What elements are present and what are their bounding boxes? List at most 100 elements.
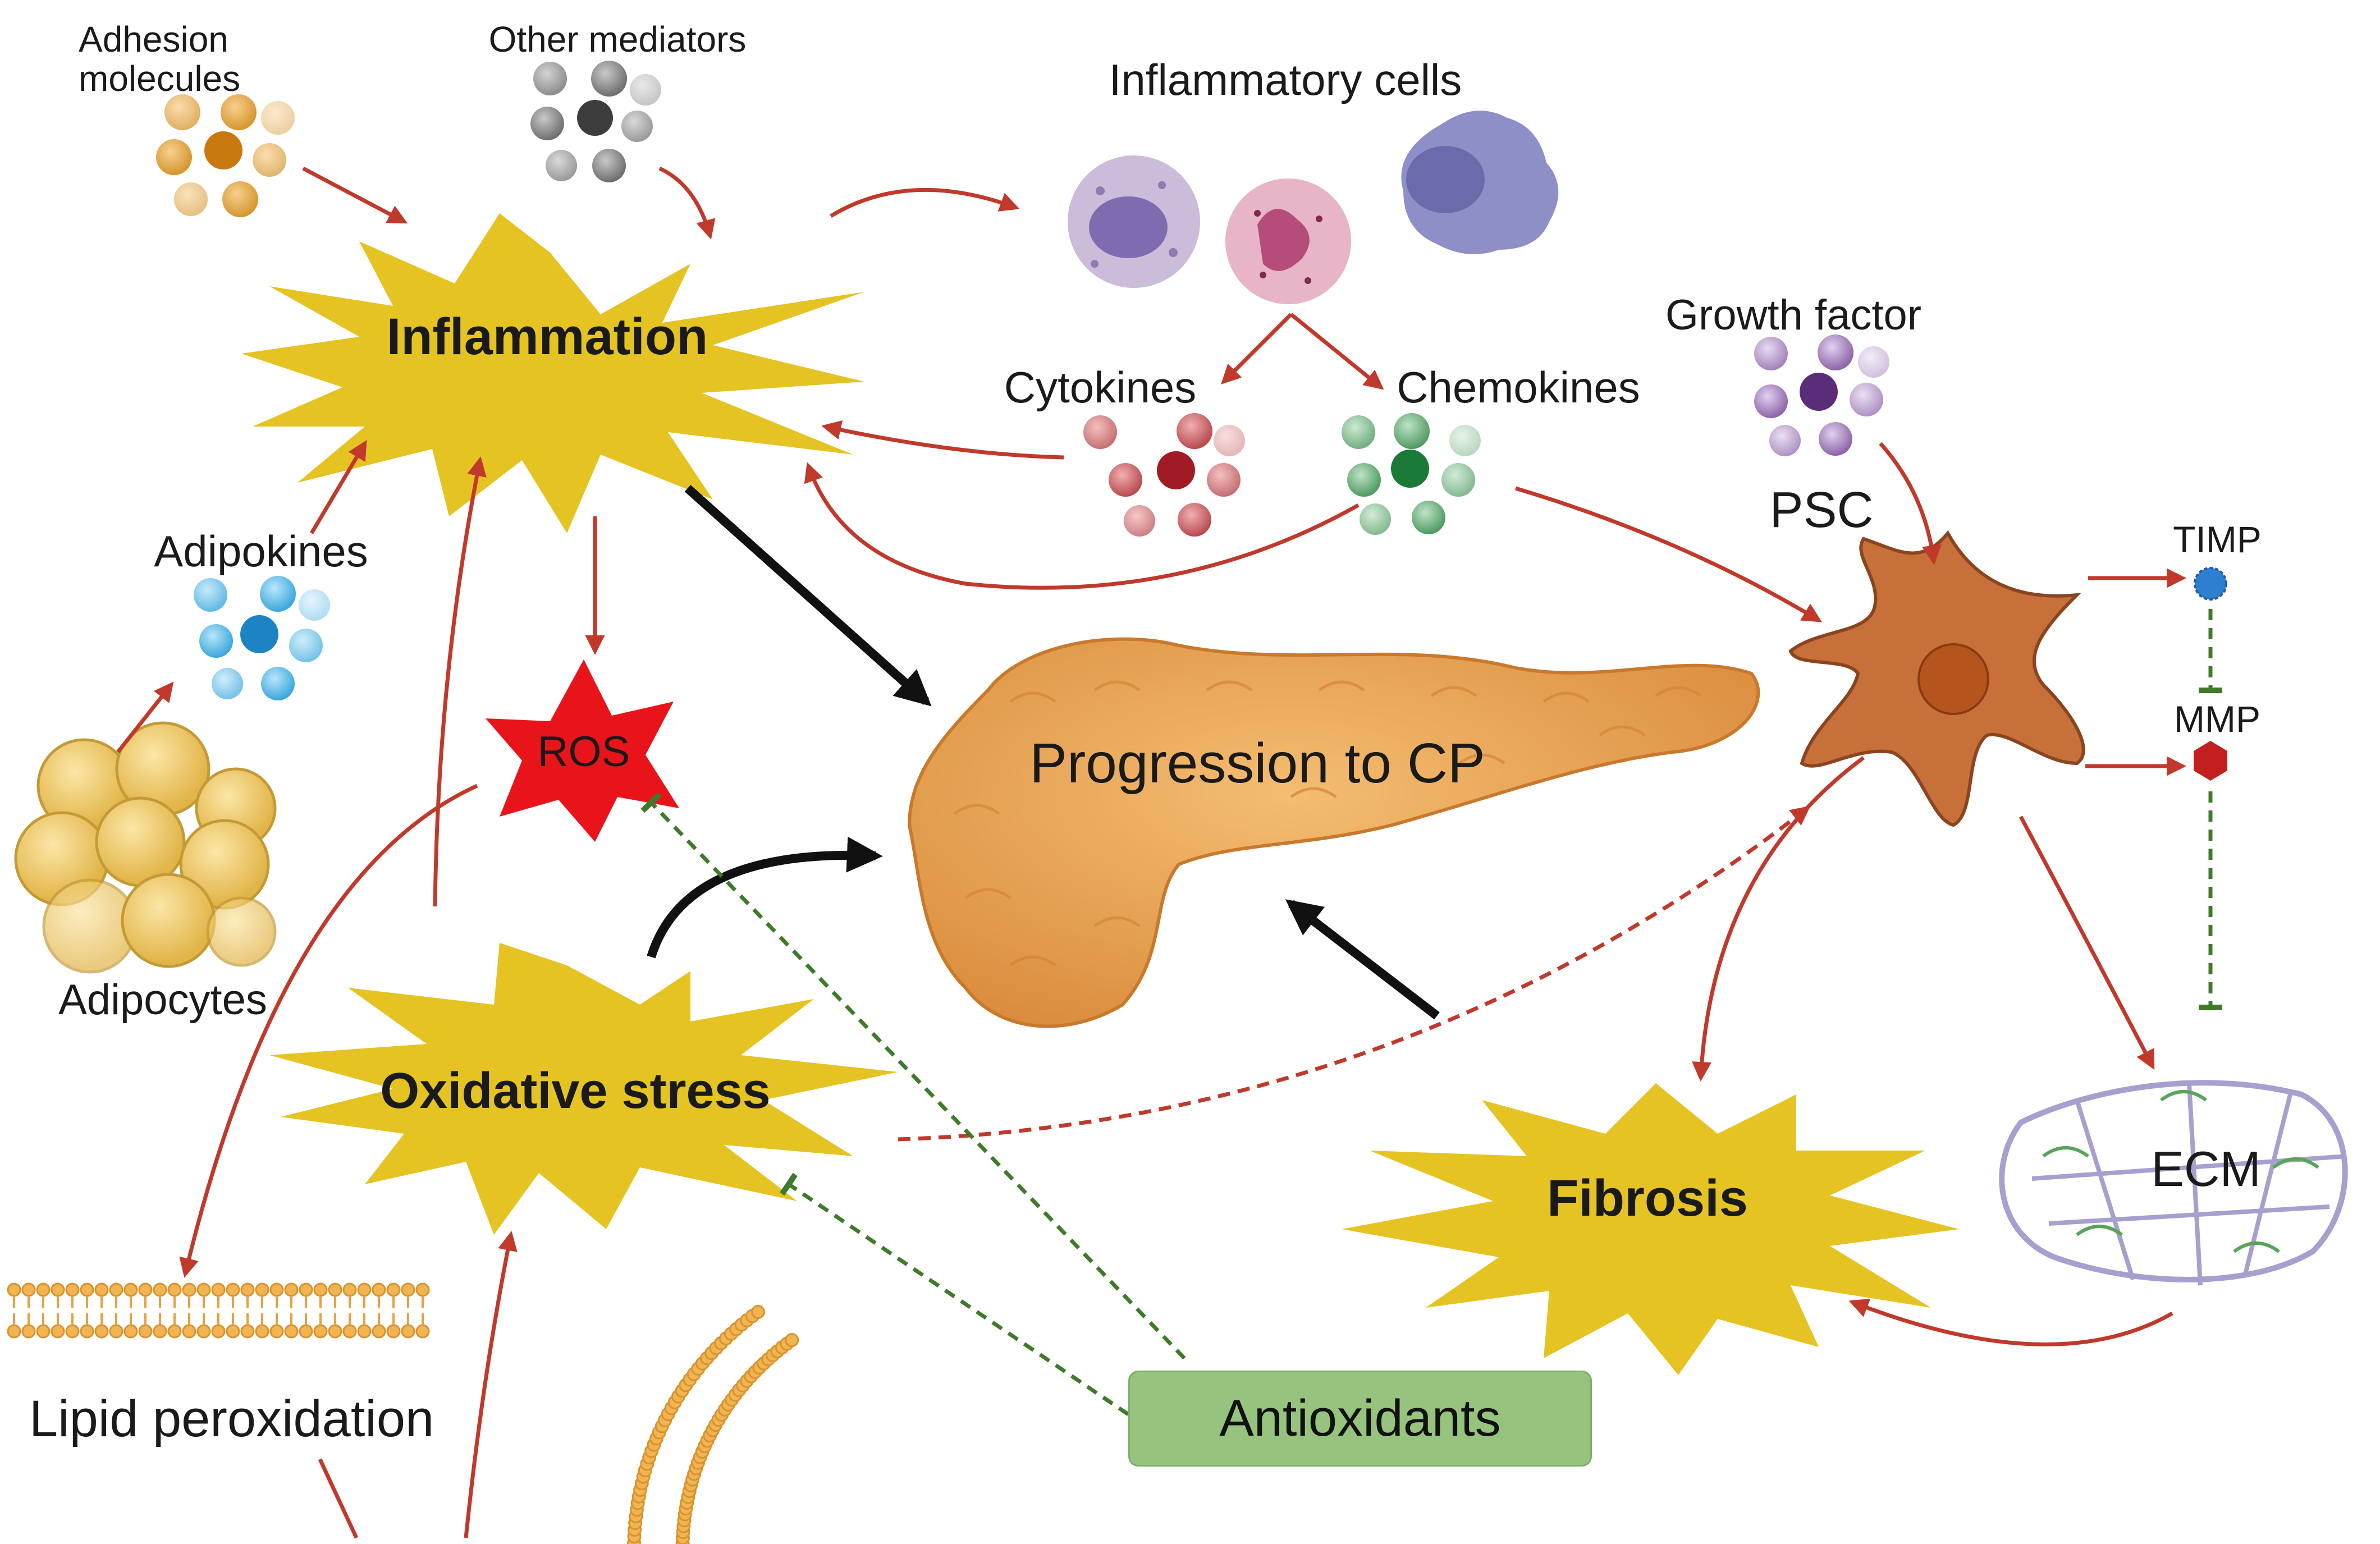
lipid-head [284, 1324, 299, 1339]
lipid-head [401, 1324, 415, 1339]
lipid-head [167, 1324, 182, 1339]
lipid-head [109, 1282, 123, 1297]
lipid-head [7, 1324, 21, 1339]
lipid-head [211, 1282, 226, 1297]
label-cytokines: Cytokines [1004, 363, 1197, 412]
arrow-fibrosis-to-pancreas [1285, 899, 1440, 1020]
lipid-head [372, 1324, 386, 1339]
lipid-head [36, 1282, 51, 1297]
lipid-head [357, 1324, 372, 1339]
psc-nucleus [1917, 643, 1989, 715]
arrow-ecm-to-fibrosis [1848, 1298, 2173, 1346]
arrow-adhesion-to-inflammation [302, 166, 408, 224]
lipid-head [211, 1324, 226, 1339]
lipid-bilayer-right [627, 1305, 799, 1544]
lipid-head [7, 1282, 21, 1297]
lipid-head [372, 1282, 386, 1297]
lipid-head [182, 1324, 196, 1339]
arrow-psc-to-ecm [2019, 815, 2155, 1070]
mmp-marker [2194, 741, 2227, 781]
lipid-bilayer-left [7, 1282, 430, 1339]
lipid-head [153, 1282, 167, 1297]
lipid-head [386, 1282, 401, 1297]
label-lipid-peroxidation: Lipid peroxidation [29, 1390, 434, 1447]
lipid-head [401, 1282, 415, 1297]
timp-marker [2194, 567, 2227, 601]
label-growth-factor: Growth factor [1665, 291, 1922, 339]
pancreas [907, 637, 1760, 1028]
lipid-head [357, 1282, 372, 1297]
label-ecm: ECM [2151, 1141, 2261, 1197]
arrow-inflammation-to-pancreas [684, 485, 932, 707]
label-adipokines: Adipokines [154, 526, 368, 576]
arrow-oxidative-to-pancreas [647, 836, 883, 959]
lipid-head [750, 1305, 765, 1319]
arrow-adipokines-to-inflammation [309, 439, 367, 534]
arrow-membrane-to-oxidative [464, 1231, 518, 1538]
fibrosis-burst [1342, 1083, 1959, 1375]
arrow-inflammation-to-cells [830, 187, 1020, 218]
label-inflammatory-cells: Inflammatory cells [1109, 55, 1462, 104]
lipid-head [138, 1324, 153, 1339]
label-fibrosis: Fibrosis [1547, 1170, 1748, 1227]
arrow-adipocytes-to-adipokines [116, 681, 174, 754]
cytokines-cluster [1083, 413, 1245, 537]
red-arrows [116, 166, 2186, 1539]
arrow-psc-to-fibrosis [1692, 756, 1865, 1082]
oxidative-stress-burst [269, 943, 898, 1235]
lipid-head [80, 1324, 94, 1339]
lipid-head [51, 1324, 65, 1339]
lipid-head [226, 1282, 240, 1297]
lipid-head [138, 1282, 153, 1297]
arrow-oxidative-to-psc-dashed [898, 805, 1811, 1142]
antioxidants-box: Antioxidants [1128, 1371, 1592, 1467]
inhibition-lines [640, 609, 2222, 1416]
inflammatory-cell-2 [1225, 178, 1351, 304]
inflammatory-cell-3 [1401, 111, 1559, 254]
arrow-growth-to-psc [1879, 442, 1942, 565]
label-adhesion-molecules: Adhesion molecules [79, 19, 241, 99]
lipid-head [123, 1282, 138, 1297]
growth-factor-cluster [1754, 335, 1889, 456]
lipid-head [415, 1324, 430, 1339]
lipid-head [226, 1324, 240, 1339]
lipid-head [313, 1324, 328, 1339]
lipid-head [80, 1282, 94, 1297]
label-psc: PSC [1769, 482, 1874, 538]
lipid-head [328, 1324, 342, 1339]
label-inflammation: Inflammation [386, 308, 708, 365]
arrow-membrane-to-inflammation [433, 456, 487, 907]
adipocytes-cluster [14, 721, 277, 974]
arrow-cytokines-to-inflammation [821, 420, 1064, 460]
lipid-head [299, 1324, 313, 1339]
adhesion-molecules-cluster [156, 94, 295, 217]
label-mmp: MMP [2174, 698, 2260, 740]
arrow-chemokines-to-inflammation [804, 462, 1360, 590]
inflammation-burst [241, 213, 864, 533]
lipid-head [240, 1324, 255, 1339]
arrow-chemokines-to-psc [1514, 486, 1822, 622]
ecm-mesh [1999, 1080, 2348, 1286]
lipid-head [109, 1324, 123, 1339]
pancreas-texture [953, 680, 1702, 967]
label-timp: TIMP [2173, 519, 2262, 560]
lipid-head [65, 1324, 80, 1339]
label-adipocytes: Adipocytes [58, 976, 267, 1024]
lipid-head [153, 1324, 167, 1339]
lipid-head [36, 1324, 51, 1339]
lipid-head [284, 1282, 299, 1297]
lipid-head [299, 1282, 313, 1297]
lipid-head [65, 1282, 80, 1297]
ros-star [486, 659, 679, 842]
lipid-head [167, 1282, 182, 1297]
lipid-head [269, 1282, 284, 1297]
lipid-head [51, 1282, 65, 1297]
lipid-head [255, 1282, 269, 1297]
lipid-head [123, 1324, 138, 1339]
lipid-head [342, 1324, 357, 1339]
lipid-head [269, 1324, 284, 1339]
adipokines-cluster [194, 576, 330, 700]
arrow-mediators-to-inflammation [658, 166, 716, 240]
label-antioxidants: Antioxidants [1219, 1390, 1501, 1447]
arrow-cells-to-chemokines [1289, 313, 1384, 390]
